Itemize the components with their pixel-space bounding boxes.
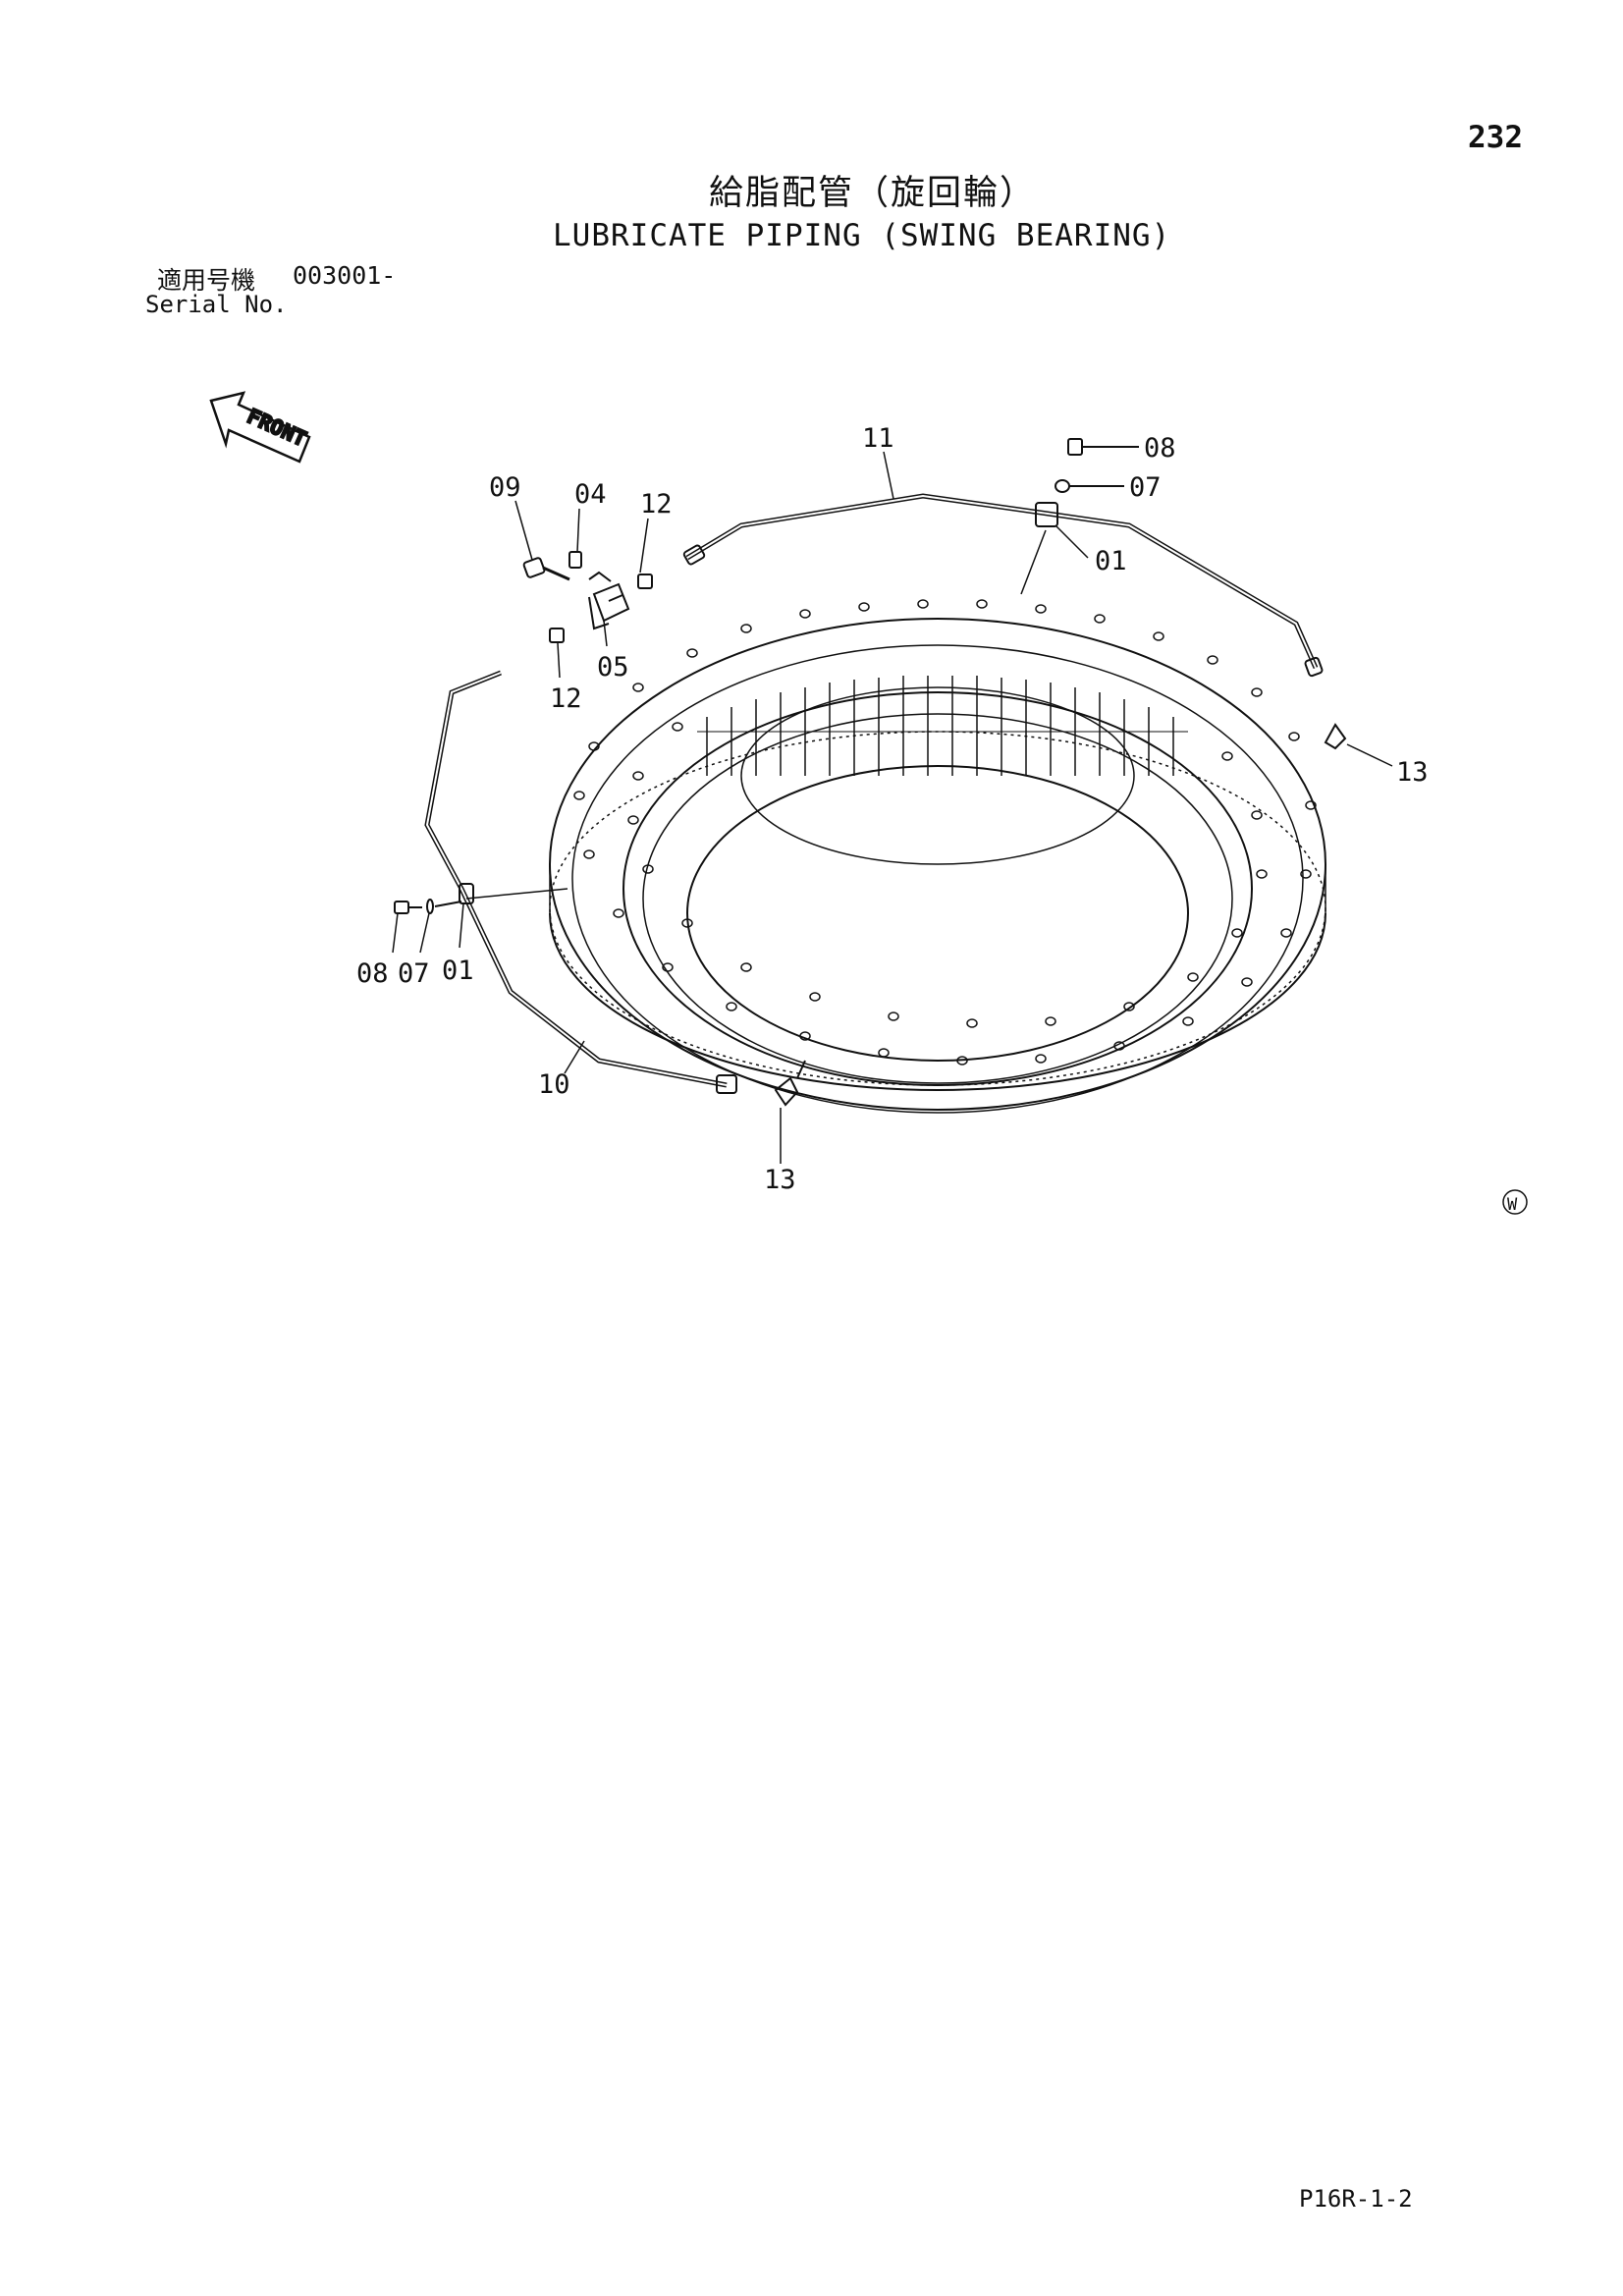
lubricate-piping-diagram: FRONT [209, 391, 1528, 1215]
callout-01-left: 01 [442, 956, 474, 986]
callout-04: 04 [574, 479, 607, 510]
title-japanese: 給脂配管（旋回輪） [709, 174, 1037, 213]
callout-12-bottom: 12 [550, 683, 582, 714]
callout-07-left: 07 [398, 958, 430, 989]
callout-13-right: 13 [1396, 757, 1429, 788]
title-english: LUBRICATE PIPING (SWING BEARING) [553, 218, 1171, 253]
callout-05: 05 [597, 652, 629, 683]
bolt-holes [573, 599, 1317, 1066]
callout-12-top: 12 [640, 489, 673, 519]
page-number: 232 [1468, 120, 1523, 155]
callout-10: 10 [538, 1069, 570, 1100]
leader-lines [392, 451, 1393, 1164]
callout-07-top: 07 [1129, 472, 1162, 503]
distribution-block-05 [522, 551, 653, 643]
pipe-11 [685, 493, 1319, 670]
callout-09: 09 [489, 472, 521, 503]
gear-teeth [697, 676, 1188, 776]
drawing-code: P16R-1-2 [1299, 2185, 1413, 2213]
callout-11: 11 [862, 423, 894, 454]
swing-bearing [549, 618, 1326, 1114]
callout-01-top: 01 [1095, 546, 1127, 576]
callout-08-left: 08 [356, 958, 389, 989]
callout-08-top: 08 [1144, 433, 1176, 464]
serial-value: 003001- [293, 261, 397, 290]
grease-fittings [459, 502, 1347, 1107]
bolts-08-07 [394, 438, 1139, 914]
svg-text:W: W [1507, 1195, 1518, 1215]
serial-label-japanese: 適用号機 [157, 266, 256, 295]
front-arrow-icon: FRONT [209, 391, 311, 464]
serial-label-english: Serial No. [145, 291, 288, 318]
circled-w-mark: W [1502, 1189, 1528, 1215]
callout-13-bottom: 13 [764, 1165, 796, 1195]
pipe-10 [424, 670, 728, 1088]
